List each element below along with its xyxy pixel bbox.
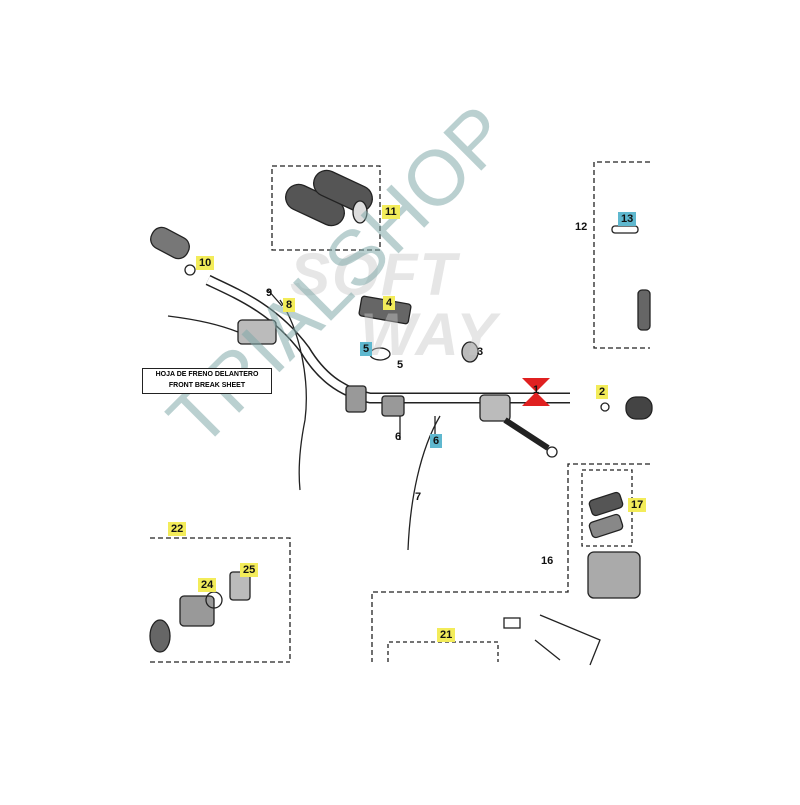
lever-21 bbox=[534, 614, 601, 666]
lever-tip bbox=[546, 446, 558, 458]
callout-22: 22 bbox=[168, 522, 187, 536]
callout-17: 17 bbox=[628, 498, 647, 512]
callout-8: 8 bbox=[283, 298, 296, 312]
brake-line bbox=[167, 315, 239, 333]
pin-13 bbox=[611, 225, 639, 234]
clamp-left bbox=[345, 385, 367, 413]
cable-8 bbox=[279, 299, 307, 491]
kit-box-12 bbox=[593, 161, 650, 349]
callout-12: 12 bbox=[575, 221, 588, 233]
clutch-lever bbox=[503, 417, 550, 451]
callout-4: 4 bbox=[383, 296, 396, 310]
bolt-10 bbox=[184, 264, 196, 276]
callout-25: 25 bbox=[240, 563, 259, 577]
ring-24 bbox=[205, 591, 223, 609]
kit-box-21 bbox=[387, 641, 499, 662]
grip-end-22 bbox=[149, 619, 171, 653]
position-marker bbox=[522, 378, 550, 406]
reservoir-gasket bbox=[588, 513, 624, 539]
right-grip bbox=[625, 396, 653, 420]
bolt-21 bbox=[503, 617, 521, 629]
part-12-fragment bbox=[637, 289, 651, 331]
sheet-label-line1: HOJA DE FRENO DELANTERO bbox=[155, 371, 259, 378]
kit-box-22 bbox=[150, 537, 291, 663]
cable-7 bbox=[407, 415, 441, 551]
watermark-brand-1: SOFT bbox=[290, 241, 458, 308]
rear-master-16 bbox=[587, 551, 641, 599]
callout-1: 1 bbox=[533, 384, 540, 396]
callout-9: 9 bbox=[266, 287, 273, 299]
watermark-brand-2: WAY bbox=[360, 301, 499, 368]
grip-right bbox=[313, 169, 373, 224]
callout-13: 13 bbox=[618, 212, 637, 226]
callout-10: 10 bbox=[196, 256, 215, 270]
callout-21: 21 bbox=[437, 628, 456, 642]
callout-5b: 5 bbox=[397, 359, 404, 371]
callout-6b: 6 bbox=[430, 434, 443, 448]
kit-box-16 bbox=[371, 463, 650, 662]
clamp-22 bbox=[179, 595, 215, 627]
callout-16: 16 bbox=[541, 555, 554, 567]
left-grip-end bbox=[150, 226, 190, 260]
part-3 bbox=[461, 341, 479, 363]
callout-24: 24 bbox=[198, 578, 217, 592]
washer-2 bbox=[600, 402, 610, 412]
callout-11: 11 bbox=[382, 205, 400, 219]
callout-6a: 6 bbox=[395, 431, 402, 443]
front-brake-sheet-label: HOJA DE FRENO DELANTERO FRONT BREAK SHEE… bbox=[142, 368, 272, 394]
callout-5a: 5 bbox=[360, 342, 373, 356]
callout-2: 2 bbox=[596, 385, 609, 399]
brake-master bbox=[237, 319, 277, 345]
callout-7: 7 bbox=[415, 491, 422, 503]
reservoir-cap bbox=[588, 491, 624, 517]
callout-3: 3 bbox=[477, 346, 484, 358]
clutch-housing bbox=[479, 394, 511, 422]
clamp-right bbox=[381, 395, 405, 417]
cable-9 bbox=[267, 289, 283, 307]
sheet-label-line2: FRONT BREAK SHEET bbox=[168, 382, 246, 389]
